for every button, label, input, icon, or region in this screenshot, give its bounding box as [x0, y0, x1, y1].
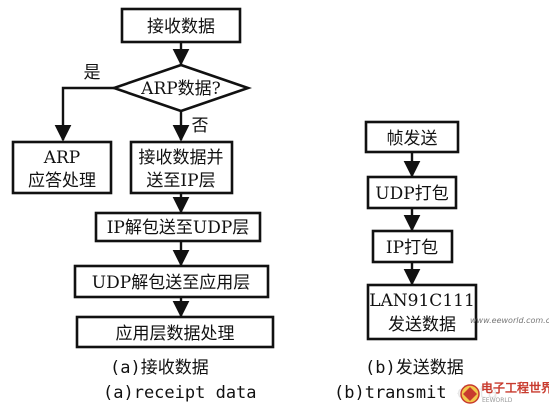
receive-flowchart: 接收数据 ARP数据? 是 否 ARP 应答处理 接收数据并 送至IP层 IP解… — [11, 7, 275, 349]
label-app-processing: 应用层数据处理 — [116, 324, 235, 344]
label-arp-reply-line1: ARP — [43, 148, 81, 168]
arrow-yes-branch — [54, 86, 114, 142]
label-decision: ARP数据? — [140, 79, 221, 99]
label-yes: 是 — [84, 63, 101, 83]
send-flowchart: 帧发送 UDP打包 IP打包 LAN91C111 发送数据 — [364, 120, 478, 341]
caption-a-english: (a)receipt data — [103, 383, 257, 403]
caption-a-chinese: (a)接收数据 — [110, 358, 209, 378]
label-lan-line2: 发送数据 — [388, 315, 456, 335]
watermark: 电子工程世界 EEWORLD www.eeworld.com.cn — [458, 316, 549, 412]
box-ip-unpack — [94, 211, 262, 243]
label-arp-reply-line2: 应答处理 — [28, 171, 96, 191]
label-frame-send: 帧发送 — [387, 129, 438, 149]
label-lan-line1: LAN91C111 — [369, 291, 475, 311]
box-ip-pack — [371, 229, 454, 264]
box-app-processing — [75, 315, 275, 349]
label-udp-pack: UDP打包 — [375, 184, 448, 204]
label-send-to-ip-line1: 接收数据并 — [139, 148, 224, 168]
label-no: 否 — [192, 116, 209, 136]
watermark-title: 电子工程世界 — [481, 380, 549, 395]
watermark-url: www.eeworld.com.cn — [470, 316, 549, 325]
caption-b-chinese: (b)发送数据 — [365, 358, 464, 378]
label-send-to-ip-line2: 送至IP层 — [146, 171, 215, 191]
label-udp-unpack: UDP解包送至应用层 — [92, 273, 250, 293]
label-receive-data: 接收数据 — [147, 17, 215, 37]
watermark-sub: EEWORLD — [482, 397, 513, 404]
box-udp-pack — [366, 175, 458, 210]
watermark-logo-icon — [460, 384, 480, 404]
box-lan91c111 — [366, 283, 478, 341]
caption-b-english: (b)transmit data — [334, 383, 498, 403]
label-ip-pack: IP打包 — [386, 238, 438, 258]
label-ip-unpack: IP解包送至UDP层 — [107, 218, 250, 238]
box-arp-reply — [11, 140, 113, 195]
box-udp-unpack — [73, 264, 270, 299]
